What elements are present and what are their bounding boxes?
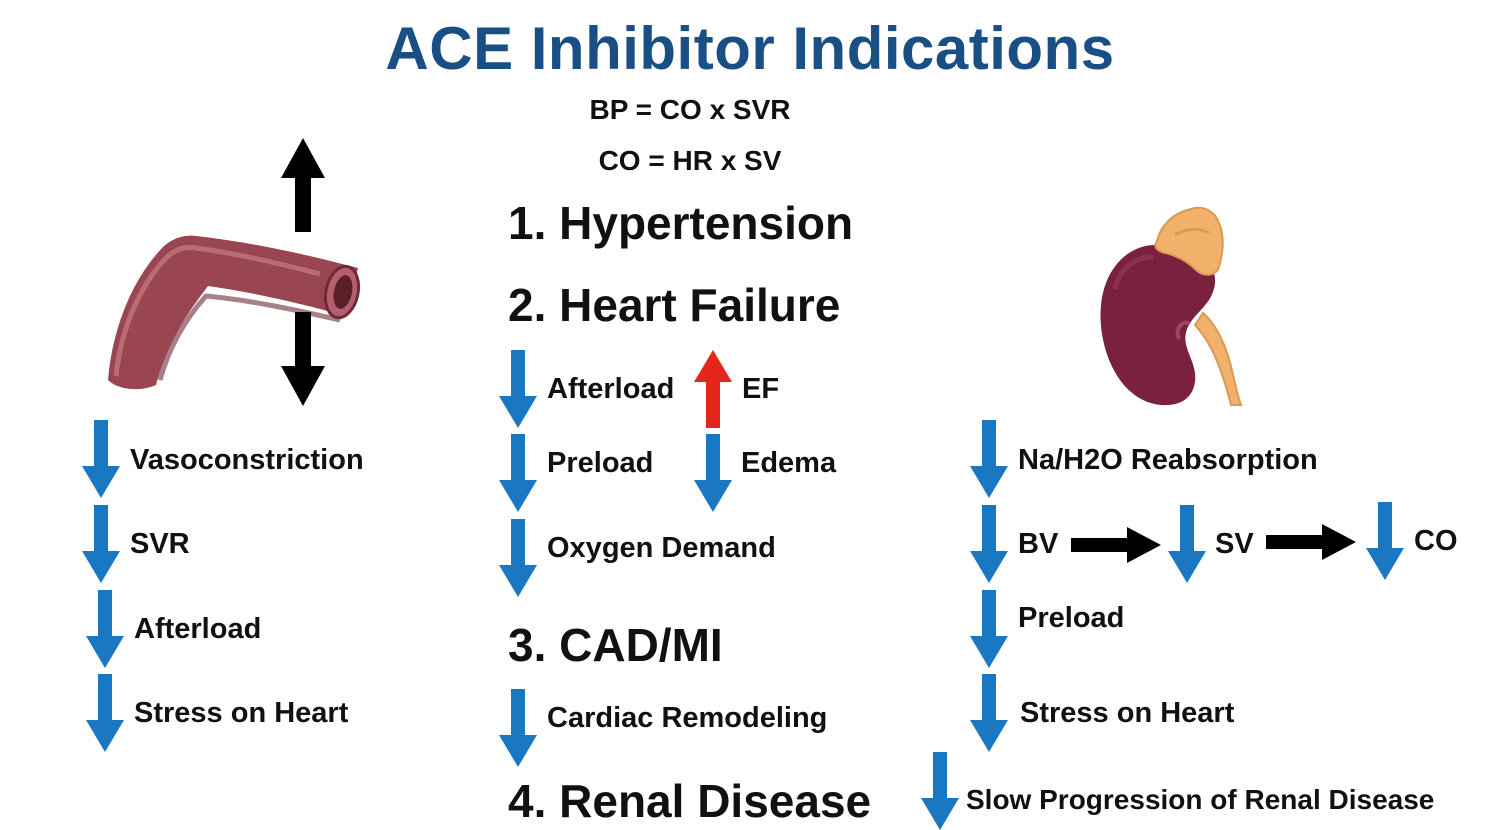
formula-bp: BP = CO x SVR [589, 94, 791, 125]
decrease-arrow-icon [499, 519, 537, 597]
right-arrow-icon [1266, 524, 1356, 560]
decrease-arrow-icon [970, 674, 1008, 752]
formula-co: CO = HR x SV [598, 145, 782, 176]
indication-hypertension: 1. Hypertension [508, 197, 854, 249]
kidney-icon [1100, 206, 1243, 406]
vessel-effect-afterload: Afterload [134, 613, 262, 645]
kidney-effect-sv: SV [1215, 528, 1254, 560]
kidney-effect-bv: BV [1018, 528, 1059, 560]
decrease-arrow-icon [499, 689, 537, 767]
page-title: ACE Inhibitor Indications [385, 15, 1115, 82]
kidney-effect-reabsorption: Na/H2O Reabsorption [1018, 444, 1318, 476]
down-arrow-icon [281, 312, 325, 406]
decrease-arrow-icon [499, 350, 537, 428]
hf-effect-oxygen-demand: Oxygen Demand [547, 532, 776, 564]
kidney-effect-renal-progression: Slow Progression of Renal Disease [966, 784, 1435, 815]
right-arrow-icon [1071, 527, 1161, 563]
kidney-effect-co: CO [1414, 525, 1458, 557]
decrease-arrow-icon [82, 505, 120, 583]
decrease-arrow-icon [86, 674, 124, 752]
hf-effect-afterload: Afterload [547, 373, 675, 405]
decrease-arrow-icon [921, 752, 959, 830]
vessel-effect-vasoconstriction: Vasoconstriction [130, 444, 364, 476]
decrease-arrow-icon [86, 590, 124, 668]
decrease-arrow-icon [1168, 505, 1206, 583]
indication-renal-disease: 4. Renal Disease [508, 775, 872, 827]
up-arrow-icon [281, 138, 325, 232]
decrease-arrow-icon [499, 434, 537, 512]
indication-heart-failure: 2. Heart Failure [508, 279, 841, 331]
increase-arrow-icon [694, 350, 732, 428]
decrease-arrow-icon [1366, 502, 1404, 580]
vessel-effect-svr: SVR [130, 528, 190, 560]
decrease-arrow-icon [970, 420, 1008, 498]
hf-effect-edema: Edema [741, 447, 837, 479]
decrease-arrow-icon [694, 434, 732, 512]
kidney-effect-preload: Preload [1018, 602, 1125, 634]
decrease-arrow-icon [970, 590, 1008, 668]
decrease-arrow-icon [82, 420, 120, 498]
indication-cad-mi: 3. CAD/MI [508, 619, 723, 671]
hf-effect-preload: Preload [547, 447, 654, 479]
hf-effect-ef: EF [742, 373, 780, 405]
cad-effect-remodeling: Cardiac Remodeling [547, 702, 828, 734]
decrease-arrow-icon [970, 505, 1008, 583]
blood-vessel-icon [108, 235, 361, 390]
vessel-effect-stress: Stress on Heart [134, 697, 349, 729]
kidney-effect-stress: Stress on Heart [1020, 697, 1235, 729]
